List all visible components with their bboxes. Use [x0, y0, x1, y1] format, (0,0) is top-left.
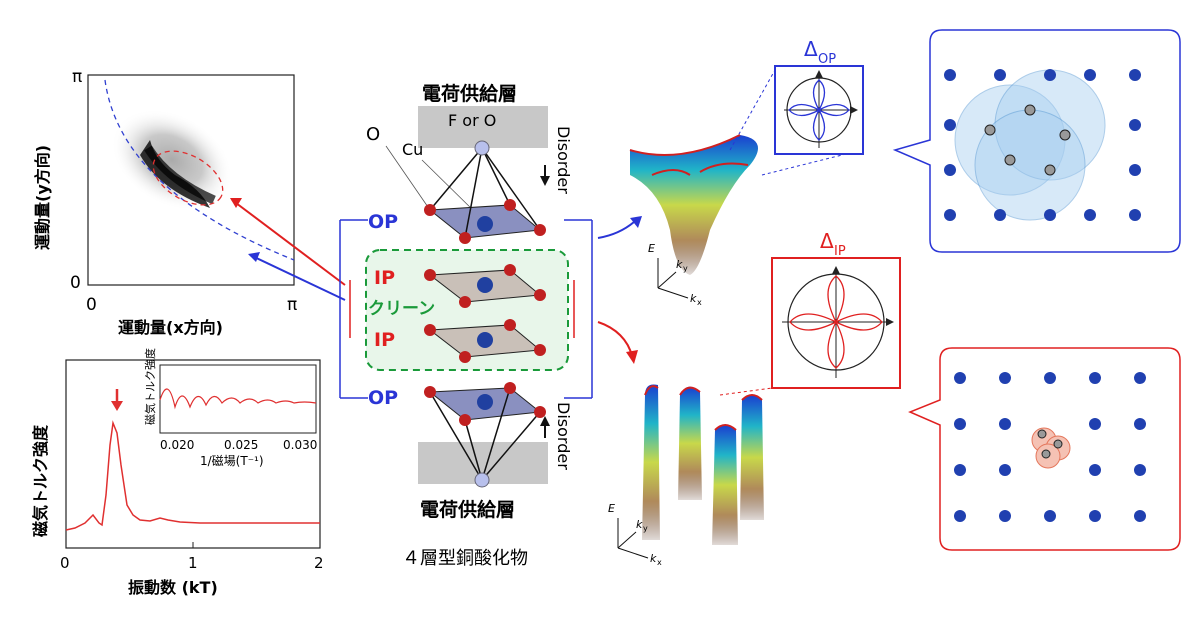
inset-x-label: 1/磁場(T⁻¹) [200, 453, 264, 468]
arpes-y-label: 運動量(y方向) [33, 145, 52, 250]
structure-caption: ４層型銅酸化物 [402, 548, 528, 569]
clean-label: クリーン [368, 299, 435, 319]
arpes-pi-right: π [287, 295, 297, 315]
top-layer-atoms: F or O [448, 111, 496, 130]
ip-bottom-label: IP [374, 329, 395, 351]
ip-spin-bubble [908, 347, 1181, 551]
torque-x-tick-2: 2 [314, 554, 324, 572]
op-axes: E k y k x [648, 242, 702, 307]
structure-diagram: 電荷供給層 F or O 電荷供給層 O Cu [339, 82, 593, 569]
torque-x-tick-0: 0 [60, 554, 70, 572]
op-axis-kx-sub: x [697, 298, 702, 307]
inset-x-tick-0: 0.020 [160, 438, 194, 452]
label-O: O [366, 124, 380, 145]
torque-plot: 0 1 2 振動数 (kT) 磁気トルク強度 0.020 0.025 0.030… [31, 348, 324, 597]
torque-y-label: 磁気トルク強度 [31, 424, 50, 537]
disorder-top: Disorder [554, 126, 573, 194]
op-axis-ky-sub: y [683, 264, 688, 273]
arpes-map: π 0 0 π 運動量(y方向) 運動量(x方向) [33, 67, 297, 337]
ip-axis-kx-sub: x [657, 558, 662, 567]
bottom-layer-label: 電荷供給層 [420, 498, 515, 521]
ip-axis-ky: k [636, 518, 643, 531]
torque-panel: 0 1 2 振動数 (kT) 磁気トルク強度 0.020 0.025 0.030… [0, 345, 340, 630]
ip-axes: E k y k x [608, 502, 662, 567]
disorder-bottom: Disorder [554, 402, 573, 470]
ip-gap-symbol: Δ [820, 229, 834, 253]
arpes-zero-left: 0 [70, 273, 81, 293]
op-top-label: OP [368, 211, 398, 233]
inset-y-label: 磁気トルク強度 [143, 348, 157, 425]
label-Cu: Cu [402, 140, 423, 159]
ip-axis-E: E [608, 502, 615, 515]
structure-panel: 電荷供給層 F or O 電荷供給層 O Cu [330, 70, 620, 590]
op-axis-kx: k [690, 292, 697, 305]
op-gap-box: Δ OP [729, 37, 864, 176]
op-gap-symbol: Δ [804, 37, 818, 61]
arpes-zero-bottom: 0 [86, 295, 97, 315]
op-axis-E: E [648, 242, 655, 255]
op-band [629, 134, 758, 275]
arpes-x-label: 運動量(x方向) [118, 318, 223, 337]
op-gap-sub: OP [818, 52, 836, 67]
torque-x-label: 振動数 (kT) [128, 578, 218, 597]
ip-axis-ky-sub: y [643, 524, 648, 533]
ip-top-label: IP [374, 267, 395, 289]
ip-axis-kx: k [650, 552, 657, 565]
right-panels: E k y k x E k y k x Δ OP Δ IP [597, 29, 1181, 567]
ip-gap-box: Δ IP [719, 229, 901, 396]
arpes-panel: π 0 0 π 運動量(y方向) 運動量(x方向) [0, 60, 320, 350]
torque-curve [65, 420, 320, 531]
inset-x-tick-2: 0.030 [283, 438, 317, 452]
op-spin-bubble [892, 29, 1181, 253]
op-bottom-label: OP [368, 387, 398, 409]
top-layer-label: 電荷供給層 [422, 82, 517, 105]
inset-x-tick-1: 0.025 [224, 438, 258, 452]
torque-x-tick-1: 1 [188, 554, 198, 572]
ip-gap-sub: IP [834, 244, 846, 259]
arpes-pi-top: π [72, 67, 82, 87]
op-axis-ky: k [676, 258, 683, 271]
ip-band [642, 384, 764, 545]
